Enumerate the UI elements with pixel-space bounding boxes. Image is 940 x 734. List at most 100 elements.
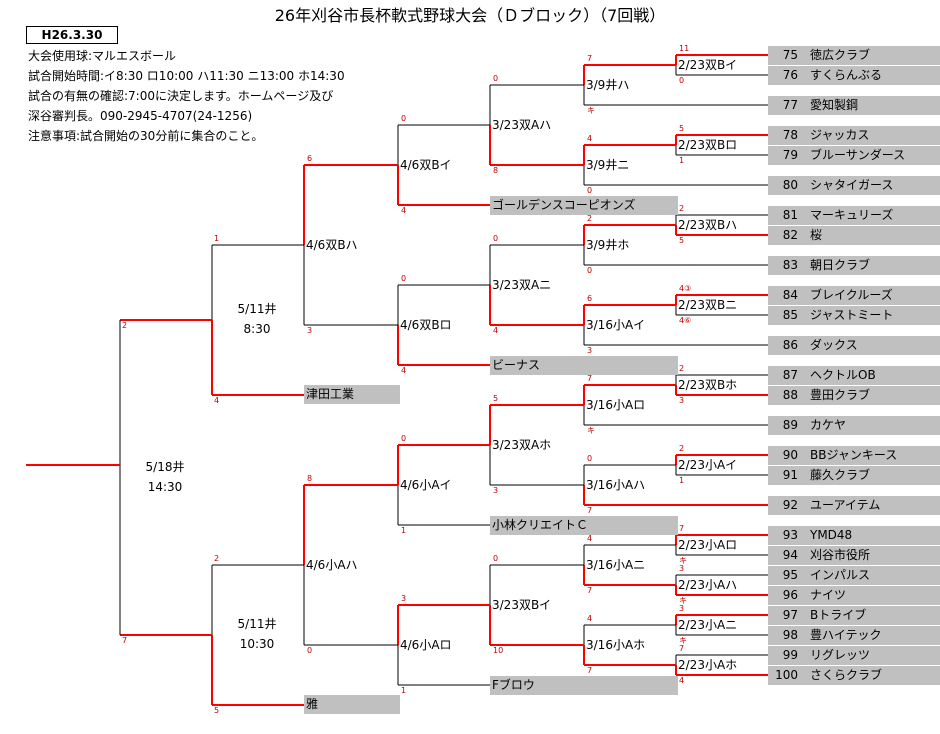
match-label: 3/16小Aイ [586,318,646,332]
match-date: 5/11井 [237,302,277,316]
note-line: 大会使用球:マルエスボール [28,49,177,63]
score-label: 0 [493,234,499,243]
match-date: 5/11井 [237,617,277,631]
match-label: 4/6小Aイ [400,478,452,492]
team-number: 85 [782,308,798,322]
team-box: 88 豊田クラブ [768,386,940,405]
score-label: 3 [401,594,407,603]
score-label: 6 [307,154,313,163]
team-name: 藤久クラブ [810,468,871,482]
match-label: 2/23小Aニ [678,618,738,632]
match-label: 3/9井ホ [586,238,630,252]
score-label: 0 [401,274,407,283]
score-label: 2 [679,444,685,453]
match-label: 3/16小Aニ [586,558,646,572]
team-name: ナイツ [810,588,847,602]
score-label: 2 [679,364,685,373]
team-number: 91 [782,468,798,482]
match-label: 4/6双Bロ [400,318,452,332]
team-number: 81 [782,208,798,222]
match-label: 3/16小Aハ [586,478,646,492]
score-label: 7 [587,374,593,383]
team-box: 75 徳広クラブ [768,46,940,65]
team-number: 89 [782,418,798,432]
score-label: 6 [587,294,593,303]
match-label: 2/23双Bハ [678,218,738,232]
match-label: 4/6双Bイ [400,158,452,172]
team-number: 88 [782,388,798,402]
score-label: 7 [679,524,685,533]
score-label: 5 [679,236,685,245]
team-name: 徳広クラブ [810,48,871,62]
match-time: 10:30 [239,637,275,651]
team-number: 84 [782,288,798,302]
team-name: 豊田クラブ [810,388,871,402]
score-label: 5 [214,706,220,715]
date-box: H26.3.30 [26,26,118,44]
team-box: 87 ヘクトルOB [768,366,940,385]
team-name: シャタイガース [810,178,894,192]
score-label: 0 [587,454,593,463]
score-label: 4 [401,366,407,375]
team-name: ダックス [810,338,858,352]
score-label: 5 [679,124,685,133]
score-label: 3 [679,604,685,613]
score-label: 0 [493,554,499,563]
match-label: 2/23小Aハ [678,578,738,592]
match-label: 3/9井ハ [586,78,630,92]
score-label: キ [679,596,687,605]
match-label: 3/9井ニ [586,158,630,172]
seeded-team-box: Fブロウ [490,676,678,695]
team-name: すくらんぶる [810,68,883,82]
match-time: 14:30 [147,479,183,494]
score-label: 1 [214,234,220,243]
team-name: マーキュリーズ [810,208,894,222]
team-number: 95 [782,568,798,582]
score-label: 7 [587,666,593,675]
team-number: 80 [782,178,798,192]
team-number: 75 [782,48,798,62]
note-line: 試合の有無の確認:7:00に決定します。ホームページ及び [28,89,334,103]
match-label: 4/6小Aロ [400,638,452,652]
match-label: 2/23双Bホ [678,378,738,392]
score-label: 3 [307,326,313,335]
seeded-team-box: 津田工業 [304,385,400,404]
score-label: 4⑥ [679,316,692,325]
team-name: リグレッツ [810,648,871,662]
team-name: ジャッカス [810,128,870,142]
score-label: 0 [401,434,407,443]
match-label: 3/23双Bイ [492,598,552,612]
team-name: 豊ハイテック [810,628,882,642]
team-number: 83 [782,258,798,272]
score-label: 2 [587,214,593,223]
team-name: ブレイクルーズ [810,288,893,302]
score-label: 4 [587,134,593,143]
team-box: 81 マーキュリーズ [768,206,940,225]
score-label: 2 [214,554,220,563]
score-label: 2 [122,321,128,330]
score-label: 0 [587,186,593,195]
seeded-team-box: 小林クリエイトＣ [490,516,678,535]
score-label: キ [587,106,595,115]
team-number: 97 [782,608,798,622]
team-number: 87 [782,368,798,382]
match-label: 2/23双Bロ [678,138,738,152]
score-label: 7 [587,506,593,515]
score-label: 0 [307,646,313,655]
score-label: 10 [493,646,504,655]
match-date: 5/18井 [145,459,185,474]
score-label: 1 [679,476,685,485]
match-label: 2/23双Bニ [678,298,738,312]
page-title: 26年刈谷市長杯軟式野球大会（Ｄブロック）（7回戦） [274,6,666,25]
team-name: ヘクトルOB [810,368,876,382]
